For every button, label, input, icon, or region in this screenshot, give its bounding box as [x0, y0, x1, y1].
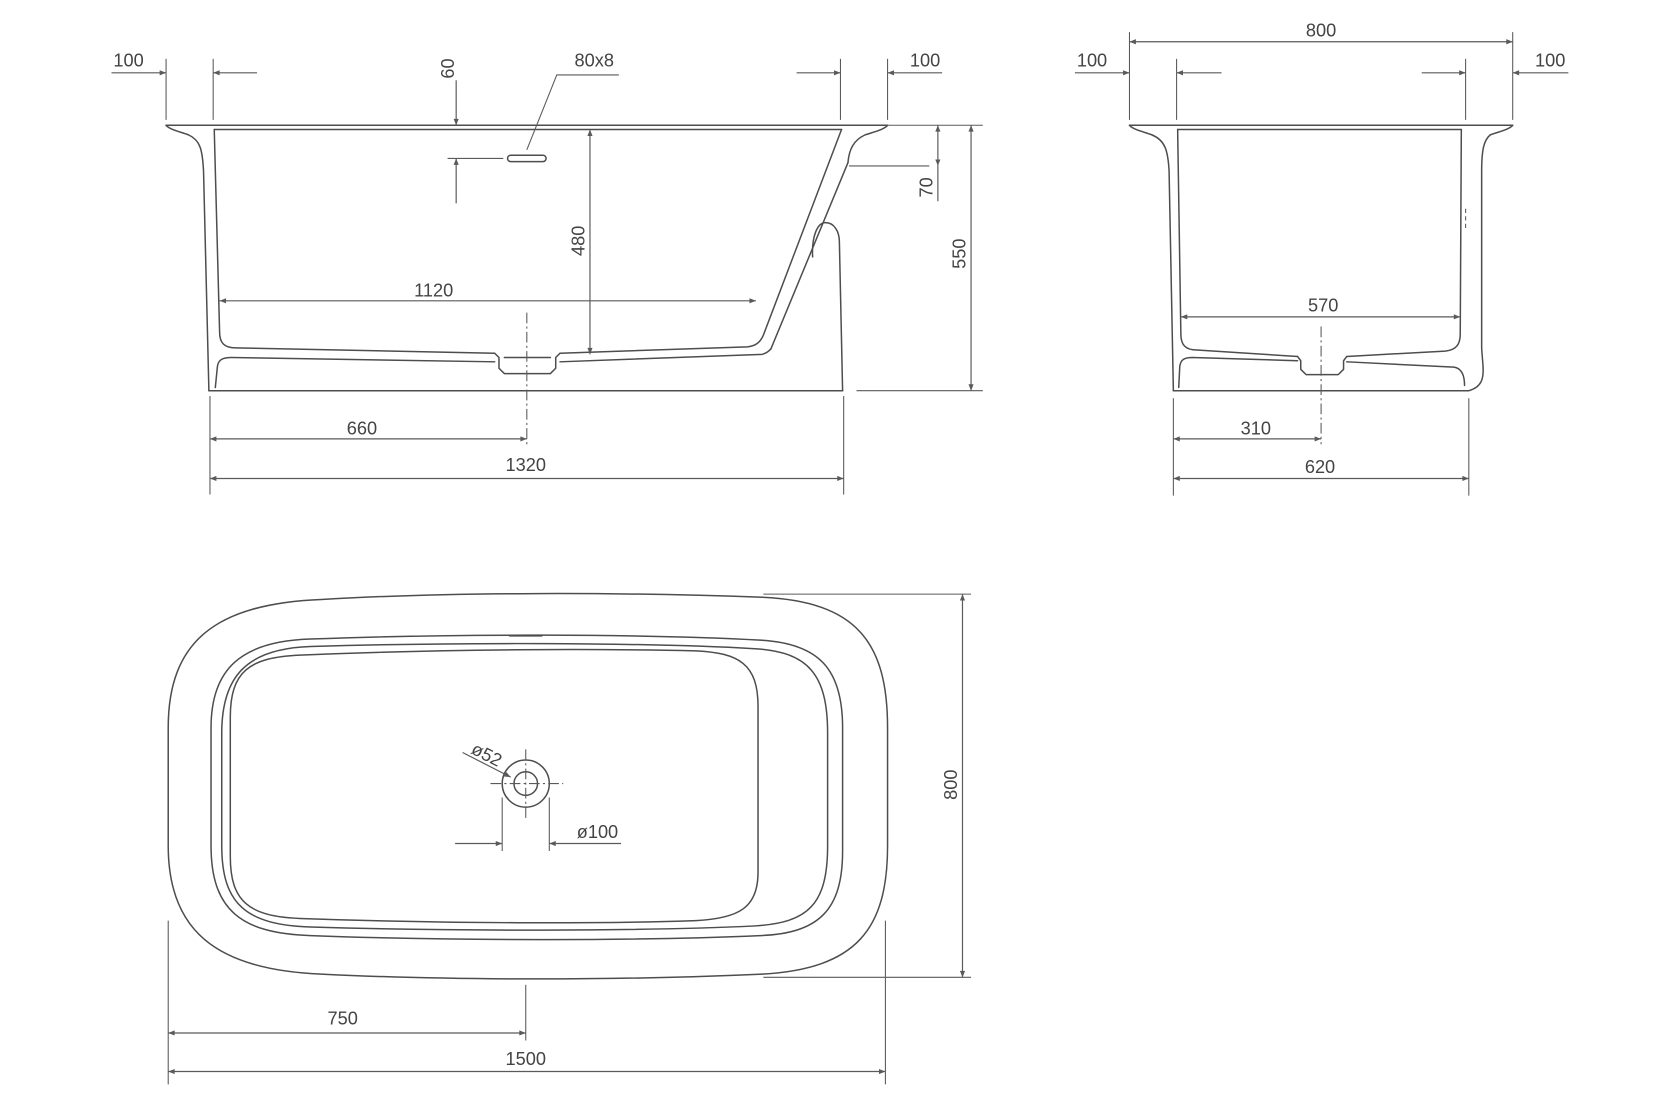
- total-width-label: 800: [1306, 20, 1336, 40]
- plan-view-outline: [167, 592, 889, 980]
- inner-floor-length-label: 1120: [414, 281, 453, 301]
- plinth-right: [559, 348, 772, 363]
- drain-offset-label: 660: [347, 419, 377, 439]
- base-width-label: 620: [1305, 457, 1335, 477]
- side-view: 800 100 100 570 310 620: [1074, 20, 1569, 496]
- leader-line: [462, 752, 512, 778]
- drain-offset-label: 310: [1241, 419, 1271, 439]
- front-view-outline: [165, 124, 889, 392]
- rim-left-overhang-label: 100: [113, 50, 143, 70]
- front-view-dimensions: 100 60 80x8 100 1120 480: [111, 50, 983, 495]
- total-length-label: 1500: [506, 1049, 546, 1069]
- basin-floor-contour: [229, 648, 759, 924]
- drain-diameter-label: ø52: [468, 739, 505, 771]
- plinth-left: [214, 356, 496, 389]
- plan-view: ø52 ø100 800 750 1500: [167, 592, 972, 1085]
- rim-right-overhang-label: 100: [1535, 50, 1565, 70]
- basin-edge-contour: [220, 642, 829, 931]
- plan-view-dimensions: ø52 ø100 800 750 1500: [167, 593, 972, 1085]
- backrest-inner-slope: [559, 128, 843, 354]
- left-inner-wall: [1176, 128, 1299, 358]
- right-inner-wall: [1346, 128, 1463, 358]
- drain-flange-diameter-label: ø100: [577, 822, 618, 842]
- rim-inner-contour: [210, 634, 844, 941]
- front-view: 100 60 80x8 100 1120 480: [111, 50, 983, 495]
- overflow-slot-label: 80x8: [575, 50, 614, 70]
- left-outer-wall: [165, 124, 210, 392]
- drain-profile: [1296, 355, 1348, 376]
- base-length-label: 1320: [506, 455, 546, 475]
- backrest-outer-slope: [770, 161, 849, 350]
- right-outer-lip: [847, 124, 889, 164]
- rim-thickness-label: 70: [917, 177, 937, 197]
- overflow-height-label: 60: [438, 58, 458, 78]
- plinth-right: [1346, 361, 1466, 387]
- left-inner-wall: [213, 128, 496, 354]
- rim-left-overhang-label: 100: [1077, 50, 1107, 70]
- total-width-label: 800: [941, 769, 961, 799]
- outer-rim-contour: [167, 592, 889, 980]
- overflow-slot: [506, 154, 547, 163]
- plinth-left: [1177, 356, 1299, 389]
- leader-line: [526, 74, 619, 151]
- drain-offset-label: 750: [328, 1008, 358, 1028]
- total-height-label: 550: [950, 239, 970, 269]
- side-view-dimensions: 800 100 100 570 310 620: [1074, 20, 1569, 496]
- rim-right-overhang-label: 100: [910, 50, 940, 70]
- right-outer-wall: [1468, 124, 1514, 392]
- support-leg-arch: [811, 221, 844, 392]
- inner-depth-label: 480: [569, 226, 589, 256]
- side-view-outline: [1128, 124, 1514, 392]
- inner-floor-width-label: 570: [1308, 296, 1338, 316]
- left-outer-wall: [1128, 124, 1175, 392]
